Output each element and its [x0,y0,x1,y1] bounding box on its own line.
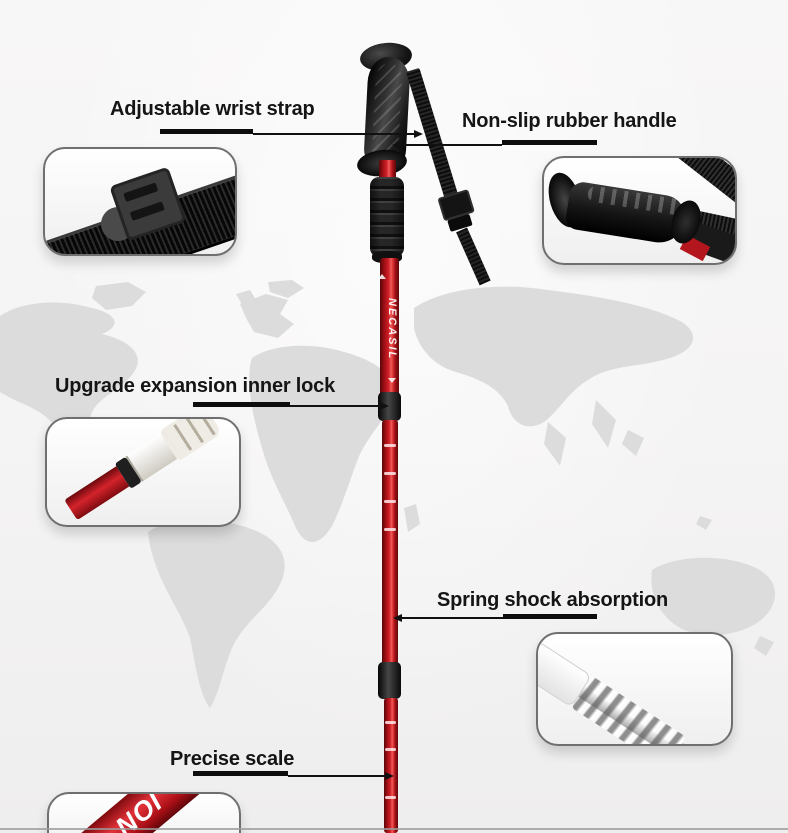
callout-label-spring: Spring shock absorption [437,589,668,611]
callout-arrow-icon [392,141,401,149]
wrist-strap-tail [456,227,491,286]
brand-text: NECASIL [386,297,398,361]
pole-upper-tube [380,258,399,398]
spring-assembly [538,642,710,744]
handle-grip-ridges [586,185,683,216]
callout-label-wrist-strap: Adjustable wrist strap [110,98,315,120]
scale-tick [385,721,396,724]
callout-line [400,144,502,146]
scale-pole-tube: 110cm NOI [52,792,239,833]
pole-lower-tube [384,698,398,833]
callout-line [288,775,387,777]
callout-label-inner-lock: Upgrade expansion inner lock [55,375,336,397]
spring-coil [571,675,686,744]
scale-tick [385,796,396,799]
callout-underline [503,614,597,619]
wrist-strap-detail-photo [43,147,237,256]
scale-tick [385,748,396,751]
callout-line [400,617,503,619]
lock-assembly [61,419,223,525]
callout-arrow-icon [393,614,402,622]
buckle-slot [123,182,159,203]
brand-logo-icon [378,274,386,279]
callout-arrow-icon [380,402,389,410]
expansion-lock-collar-upper [378,392,401,421]
callout-arrow-icon [414,130,423,138]
scale-markings-detail-photo: 110cm NOI [47,792,241,833]
scale-tick [384,444,396,447]
callout-arrow-icon [385,772,394,780]
callout-underline [193,402,290,407]
bottom-divider [0,828,788,830]
red-tube-detail [64,466,130,521]
scale-tick [384,528,396,531]
scale-tick [384,500,396,503]
expansion-lock-collar-lower [378,662,401,699]
callout-line [253,133,415,135]
handle-body-detail [564,180,689,247]
world-map-background [0,280,776,708]
callout-label-handle: Non-slip rubber handle [462,110,677,132]
buckle-slot [129,201,165,221]
callout-label-scale: Precise scale [170,748,295,770]
foam-grip-extension [370,177,404,257]
callout-underline [193,771,288,776]
pole-middle-tube [382,420,398,668]
expansion-lock-detail-photo [45,417,241,527]
callout-underline [502,140,597,145]
shock-spring-detail-photo [536,632,733,746]
scale-large-text: NOI [109,792,168,833]
callout-line [290,405,382,407]
callout-underline [160,129,253,134]
rubber-handle-detail-photo [542,156,737,265]
scale-tick [384,472,396,475]
